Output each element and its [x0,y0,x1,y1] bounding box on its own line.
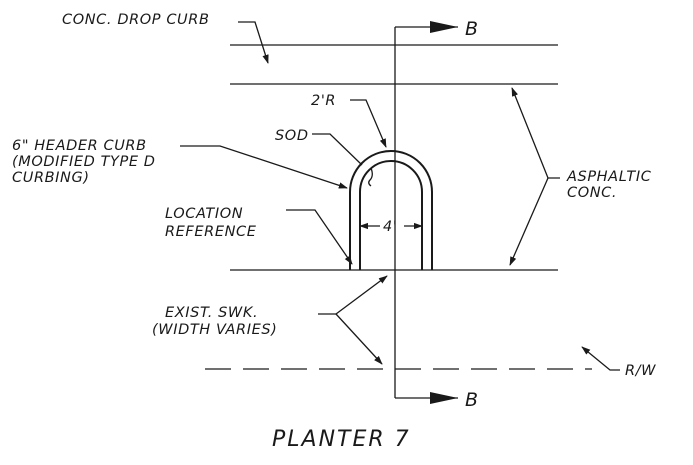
header-curb-label-line2: (MODIFIED TYPE D [12,154,156,170]
header-curb-leader [180,145,348,189]
header-curb-outer [349,150,433,270]
location-reference-leader [286,209,353,265]
header-curb-label-line1: 6" HEADER CURB [12,138,147,154]
conc-drop-curb-leader [238,21,269,64]
sod-leader [312,133,363,166]
radius-leader [350,99,387,148]
asphaltic-conc-label-line2: CONC. [567,185,617,201]
drawing-title: PLANTER 7 [272,427,411,452]
asphaltic-leader-up [511,87,560,179]
location-reference-label-line2: REFERENCE [165,224,257,240]
asphaltic-leader-down [509,177,549,266]
radius-label: 2'R [311,93,336,109]
existing-sidewalk-label-line2: (WIDTH VARIES) [152,322,277,338]
section-label-top: B [465,18,479,40]
header-curb-label-line3: CURBING) [12,170,90,186]
sod-mark [368,167,373,187]
sidewalk-leader-down [335,313,383,365]
right-of-way-label: R/W [625,363,656,379]
location-reference-label-line1: LOCATION [165,206,243,222]
section-label-bottom: B [465,389,479,411]
section-arrowhead-top [430,21,458,33]
existing-sidewalk-label-line1: EXIST. SWK. [165,305,258,321]
sod-label: SOD [275,128,309,144]
section-arrowhead-bottom [430,392,458,404]
sidewalk-leader-up [335,275,388,315]
width-dimension-label: 4' [383,219,397,235]
asphaltic-conc-label-line1: ASPHALTIC [566,169,652,185]
right-of-way-leader [581,346,620,371]
conc-drop-curb-label: CONC. DROP CURB [62,12,210,28]
header-curb-inner [359,160,423,270]
